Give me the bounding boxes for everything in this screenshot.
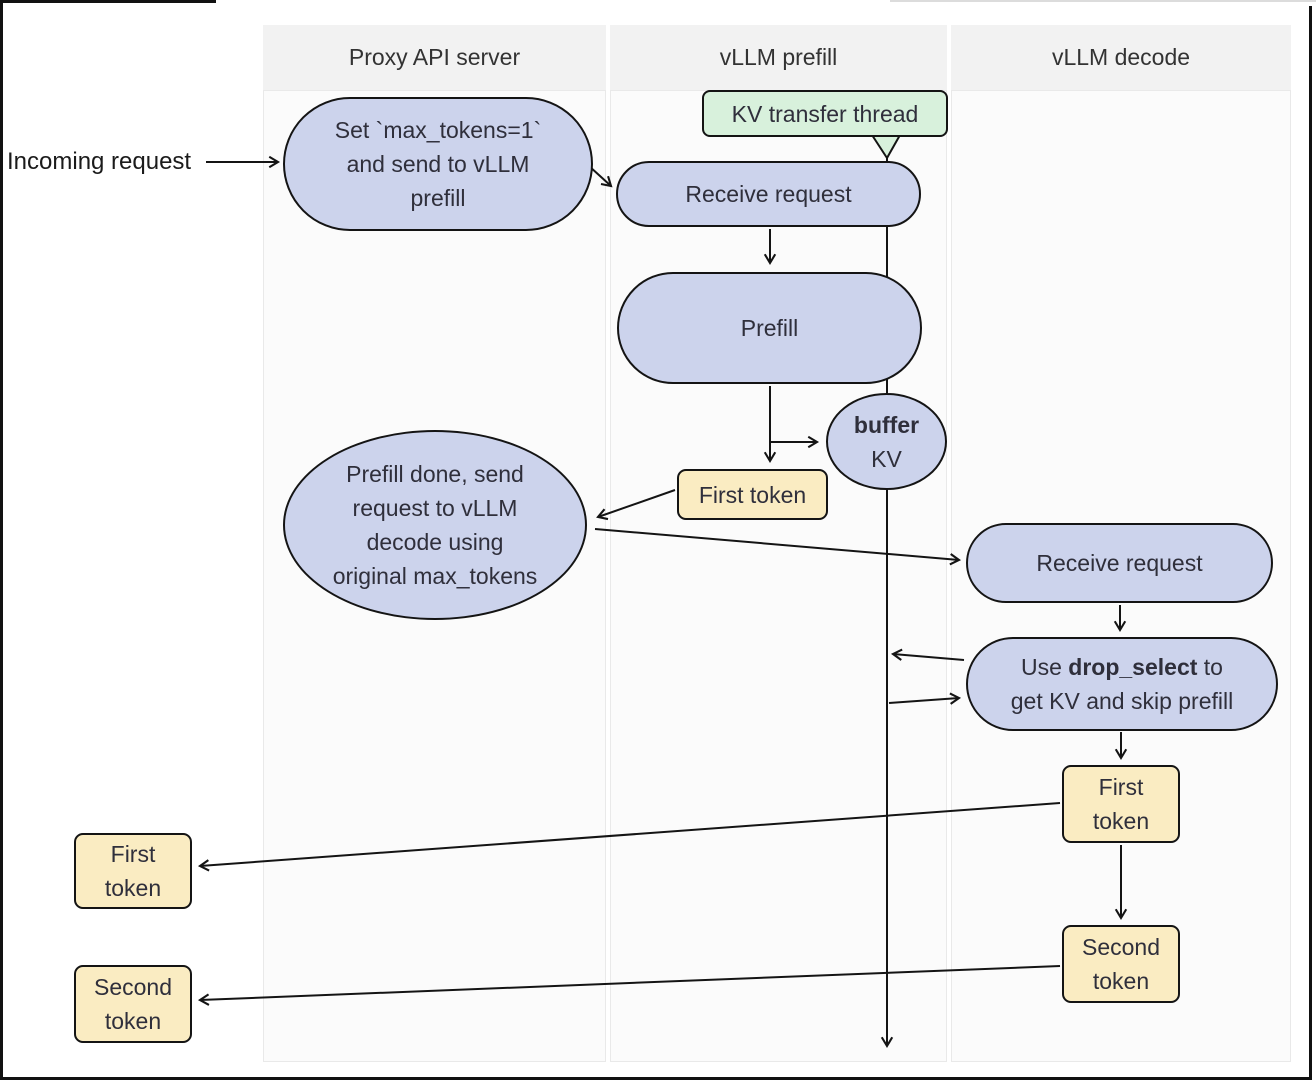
lane-header-vllm-prefill: vLLM prefill [610,25,947,90]
node-line: KV transfer thread [731,100,919,127]
frame-border-top [0,0,216,3]
node-line: Receive request [685,181,852,207]
node-first-token-out: First token [74,833,192,909]
drop-select-post: to [1197,654,1223,680]
node-second-token-out: Second token [74,965,192,1043]
node-line: token [1092,968,1150,994]
frame-border-left [0,0,3,1080]
node-line: KV [871,445,902,472]
node-line: original max_tokens [332,563,538,589]
node-line: and send to vLLM [346,151,530,177]
node-line: Prefill done, send [346,461,524,487]
node-line: Second [93,974,172,1000]
frame-border-right [1309,6,1312,1080]
incoming-request-label: Incoming request [7,148,191,176]
lane-title: vLLM decode [1051,44,1191,70]
lane-title: vLLM prefill [719,44,838,70]
node-line: prefill [410,185,466,211]
buffer-bold-text: buffer [853,411,920,438]
node-line: Receive request [1036,550,1203,576]
node-line: First [110,841,156,867]
frame-border-top-right [890,0,1316,2]
incoming-request-text: Incoming request [7,148,192,175]
lane-body-vllm-prefill [610,90,947,1062]
node-receive-request-prefill: Receive request [616,161,921,227]
node-line: get KV and skip prefill [1010,688,1234,714]
node-first-token-prefill: First token [677,469,828,520]
drop-select-pre: Use [1021,654,1069,680]
node-line: request to vLLM [352,495,518,521]
node-second-token-decode: Second token [1062,925,1180,1003]
node-line: token [104,1008,162,1034]
node-line: Use drop_select to [1021,650,1223,684]
node-prefill-done: Prefill done, send request to vLLM decod… [283,430,587,620]
lane-title: Proxy API server [348,44,521,70]
node-kv-transfer-thread: KV transfer thread [702,90,948,137]
node-line: Set `max_tokens=1` [334,117,542,143]
node-line: Prefill [740,315,799,341]
node-receive-request-decode: Receive request [966,523,1273,603]
node-line: First [1098,774,1144,800]
node-prefill: Prefill [617,272,922,384]
lane-header-vllm-decode: vLLM decode [951,25,1291,90]
node-line: token [1092,808,1150,834]
drop-select-bold: drop_select [1068,654,1198,680]
node-drop-select: Use drop_select to get KV and skip prefi… [966,637,1278,731]
node-line: Second [1081,934,1160,960]
node-line: decode using [366,529,504,555]
node-line: token [104,875,162,901]
node-first-token-decode: First token [1062,765,1180,843]
frame-border-bottom [0,1077,1312,1080]
node-line: buffer [854,408,919,442]
node-set-max-tokens: Set `max_tokens=1` and send to vLLM pref… [283,97,593,231]
node-buffer-kv: buffer KV [826,393,947,490]
node-line: First token [698,481,807,508]
lane-header-proxy-api-server: Proxy API server [263,25,606,90]
